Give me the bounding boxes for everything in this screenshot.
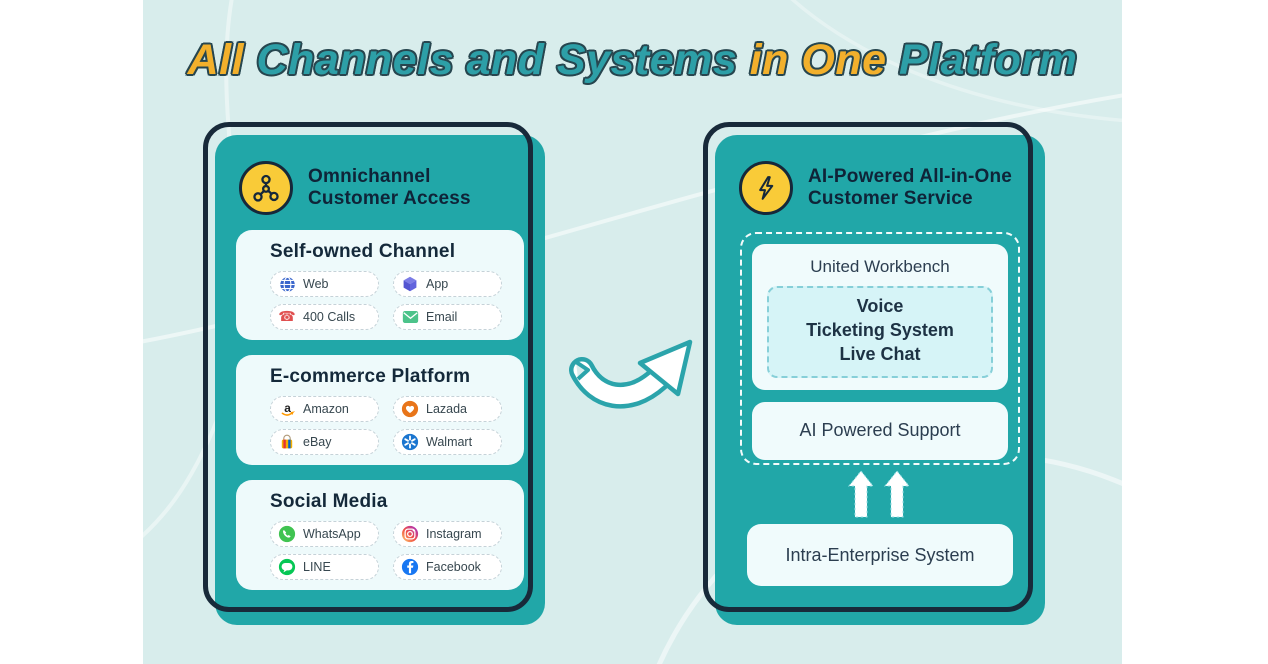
workbench-item: Live Chat <box>839 343 921 364</box>
channel-pill-line: LINE <box>270 554 379 580</box>
instagram-icon <box>401 525 419 543</box>
page-title: All Channels and Systems in One Platform <box>143 36 1122 85</box>
workbench-items-box: Voice Ticketing System Live Chat <box>767 286 993 378</box>
svg-text:a: a <box>284 401 291 415</box>
cyan-canvas: All Channels and Systems in One Platform <box>143 0 1122 664</box>
workbench-item: Ticketing System <box>806 319 954 340</box>
amazon-icon: a <box>278 400 296 418</box>
channel-pill-instagram: Instagram <box>393 521 502 547</box>
channel-pill-whatsapp: WhatsApp <box>270 521 379 547</box>
workbench-item: Voice <box>856 296 904 316</box>
app-cube-icon <box>401 275 419 293</box>
pill-label: Amazon <box>303 402 349 416</box>
pill-label: eBay <box>303 435 332 449</box>
up-arrows-icon <box>715 470 1045 518</box>
omnichannel-title: Omnichannel Customer Access <box>308 165 471 209</box>
section-title: E-commerce Platform <box>270 366 471 387</box>
ecommerce-platform-card: E-commerce Platform a Amazon <box>236 355 524 465</box>
ai-powered-support-card: AI Powered Support <box>752 401 1008 460</box>
lazada-icon <box>401 400 419 418</box>
pill-label: Walmart <box>426 435 473 449</box>
pill-label: 400 Calls <box>303 310 356 324</box>
section-title: Self-owned Channel <box>270 241 456 262</box>
title-part: All <box>187 36 257 84</box>
channel-pill-amazon: a Amazon <box>270 396 379 422</box>
ai-service-header: AI-Powered All-in-One Customer Service <box>739 161 1031 215</box>
facebook-icon <box>401 558 419 576</box>
section-title: Social Media <box>270 491 388 512</box>
pill-label: Instagram <box>426 527 482 541</box>
channel-pill-facebook: Facebook <box>393 554 502 580</box>
social-media-card: Social Media WhatsApp <box>236 480 524 590</box>
pill-label: Web <box>303 277 329 291</box>
lightning-bolt-icon <box>739 161 793 215</box>
ebay-icon <box>278 433 296 451</box>
pill-label: WhatsApp <box>303 527 361 541</box>
pill-label: App <box>426 277 449 291</box>
pill-label: Email <box>426 310 458 324</box>
title-part: in One <box>749 36 899 84</box>
telephone-icon: ☎ <box>278 309 296 325</box>
line-icon <box>278 558 296 576</box>
self-owned-channel-card: Self-owned Channel Web <box>236 230 524 340</box>
envelope-icon <box>401 308 419 326</box>
ai-service-title: AI-Powered All-in-One Customer Service <box>808 165 1013 209</box>
omnichannel-panel: Omnichannel Customer Access Self-owned C… <box>203 122 545 625</box>
channel-pill-ebay: eBay <box>270 429 379 455</box>
united-workbench-card: United Workbench Voice Ticketing System … <box>752 244 1008 390</box>
flow-arrow-icon <box>569 339 693 409</box>
pill-label: Lazada <box>426 402 468 416</box>
whatsapp-icon <box>278 525 296 543</box>
channel-pill-web: Web <box>270 271 379 297</box>
intra-enterprise-card: Intra-Enterprise System <box>747 524 1013 586</box>
channel-pill-app: App <box>393 271 502 297</box>
omnichannel-header: Omnichannel Customer Access <box>239 161 531 215</box>
channel-pill-lazada: Lazada <box>393 396 502 422</box>
share-nodes-icon <box>239 161 293 215</box>
title-part: Channels and Systems <box>256 36 750 84</box>
pill-label: LINE <box>303 560 331 574</box>
globe-icon <box>278 275 296 293</box>
channel-pill-email: Email <box>393 304 502 330</box>
title-part: Platform <box>898 36 1078 84</box>
pill-label: Facebook <box>426 560 481 574</box>
walmart-icon <box>401 433 419 451</box>
channel-pill-400-calls: ☎ 400 Calls <box>270 304 379 330</box>
workbench-title: United Workbench <box>810 257 950 276</box>
channel-pill-walmart: Walmart <box>393 429 502 455</box>
workbench-dashed-container: United Workbench Voice Ticketing System … <box>740 232 1020 465</box>
ai-service-panel: AI-Powered All-in-One Customer Service U… <box>703 122 1045 625</box>
